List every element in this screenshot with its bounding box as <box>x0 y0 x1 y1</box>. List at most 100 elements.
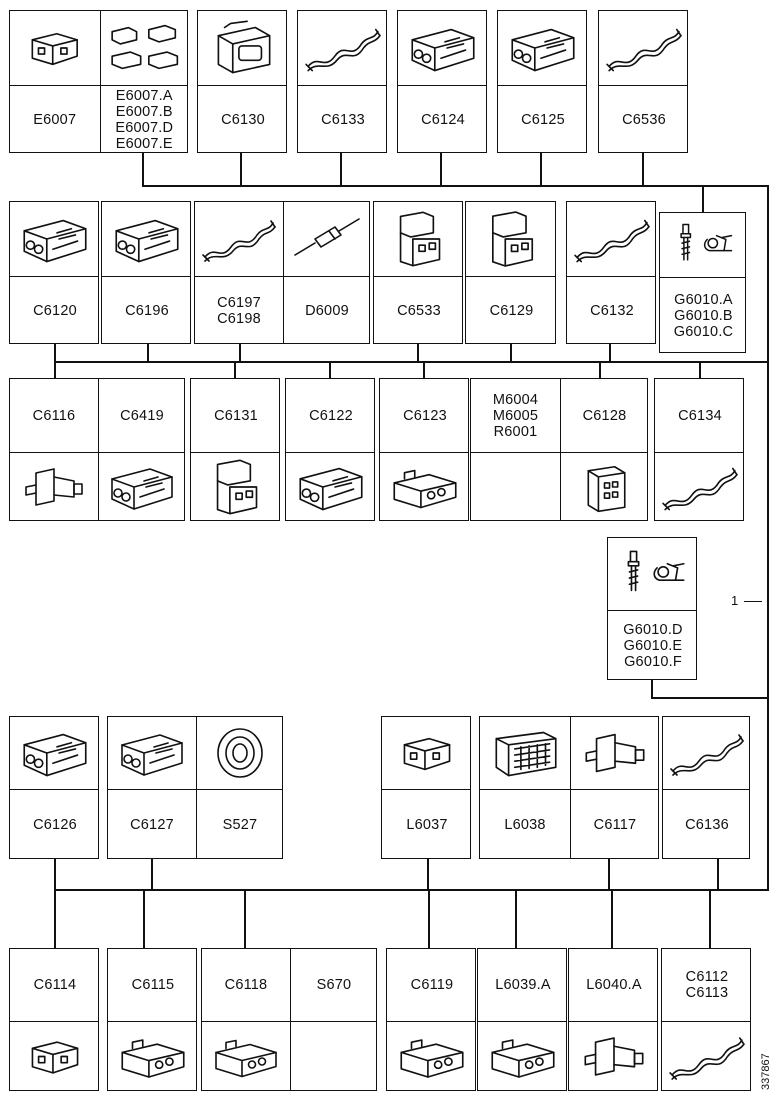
component-id: R6001 <box>493 423 538 440</box>
connector-multi-icon <box>502 15 584 81</box>
component-label-stack: C6130 <box>198 85 288 154</box>
connector-flat-icon <box>206 1025 286 1088</box>
connector-group-box: L6037 <box>381 716 471 859</box>
component-id: E6007.B <box>115 103 173 120</box>
connector-stack-icon <box>378 206 460 272</box>
component-id: E6007.D <box>115 119 174 136</box>
component-label-stack: C6118 <box>202 949 290 1021</box>
connector-multi-icon <box>14 721 96 785</box>
box-divider <box>10 85 187 86</box>
connector-plug-icon <box>573 1025 655 1088</box>
connector-flat-icon <box>482 1025 564 1088</box>
harness-wire <box>698 360 702 380</box>
component-label-stack: C6128 <box>560 379 649 452</box>
component-id: G6010.A <box>674 291 733 308</box>
harness-wire <box>610 888 614 950</box>
box-divider <box>478 1021 566 1022</box>
component-id: C6120 <box>33 302 77 319</box>
component-label-stack: C6123 <box>380 379 470 452</box>
harness-wire <box>427 888 431 950</box>
box-divider <box>387 1021 475 1022</box>
component-id: L6038 <box>504 816 546 833</box>
component-id: C6119 <box>410 977 454 993</box>
connector-pair-icon <box>104 15 186 81</box>
twisted-wire-icon <box>666 1025 748 1088</box>
connector-group-box: C6133 <box>297 10 387 153</box>
component-id: C6124 <box>421 111 465 128</box>
component-id: C6536 <box>622 111 666 128</box>
component-id: C6129 <box>489 302 534 319</box>
connector-group-box: C6118 S670 <box>201 948 377 1091</box>
component-id: C6123 <box>403 407 447 424</box>
connector-flat-icon <box>112 1025 194 1088</box>
harness-wire <box>53 360 57 380</box>
component-id: D6009 <box>305 302 349 319</box>
connector-group-box: C6122 <box>285 378 375 521</box>
component-label-stack: C6116 <box>10 379 98 452</box>
connector-small-icon <box>14 15 96 81</box>
harness-wire <box>701 184 705 214</box>
connector-multi-icon <box>14 206 96 272</box>
box-divider <box>286 452 374 453</box>
connector-plug-icon <box>574 721 656 785</box>
harness-wire <box>53 888 770 892</box>
connector-housing-icon <box>202 15 284 81</box>
component-label-stack: C6126 <box>10 789 100 860</box>
component-id: C6134 <box>678 407 722 424</box>
component-id: C6114 <box>33 977 77 993</box>
component-id: C6112 <box>685 969 729 985</box>
harness-wire <box>509 342 513 364</box>
harness-wire <box>239 151 243 188</box>
connector-small-icon <box>14 1025 96 1088</box>
connector-group-box: C6124 <box>397 10 487 153</box>
harness-wire <box>142 888 146 950</box>
component-id: G6010.B <box>674 307 733 324</box>
harness-wire <box>716 857 720 892</box>
cell-divider <box>290 949 291 1090</box>
component-id: C6113 <box>685 985 729 1001</box>
component-label-stack: C6133 <box>298 85 388 154</box>
cell-divider <box>196 717 197 858</box>
component-id: C6118 <box>224 977 268 993</box>
connector-group-box: C6123 <box>379 378 469 521</box>
component-label-stack: L6038 <box>480 789 570 860</box>
harness-wire <box>514 888 518 950</box>
box-divider <box>608 610 696 611</box>
harness-wire <box>339 151 343 188</box>
twisted-wire-icon <box>603 15 685 81</box>
component-label-stack: L6039.A <box>478 949 568 1021</box>
component-label-stack: S670 <box>290 949 378 1021</box>
ground-eyelet-icon <box>664 217 743 273</box>
box-divider <box>663 789 749 790</box>
box-divider <box>298 85 386 86</box>
box-divider <box>102 276 190 277</box>
box-divider <box>498 85 586 86</box>
component-id: C6136 <box>685 816 729 833</box>
harness-wire <box>422 360 426 380</box>
component-id: C6125 <box>521 111 565 128</box>
component-label-stack: C6124 <box>398 85 488 154</box>
harness-wire <box>766 184 770 892</box>
harness-wire <box>439 151 443 188</box>
box-divider <box>662 1021 750 1022</box>
cell-divider <box>570 717 571 858</box>
box-divider <box>569 1021 657 1022</box>
connector-group-box: C6126 <box>9 716 99 859</box>
box-divider <box>10 789 98 790</box>
connector-group-box: C6136 <box>662 716 750 859</box>
box-divider <box>198 85 286 86</box>
component-id: C6196 <box>125 302 169 319</box>
twisted-wire-icon <box>667 721 747 785</box>
connector-group-box: C6119 <box>386 948 476 1091</box>
component-id: L6039.A <box>495 977 551 993</box>
connector-group-box: C6129 <box>465 201 556 344</box>
component-id: G6010.C <box>673 323 734 340</box>
component-id: C6126 <box>33 816 77 833</box>
